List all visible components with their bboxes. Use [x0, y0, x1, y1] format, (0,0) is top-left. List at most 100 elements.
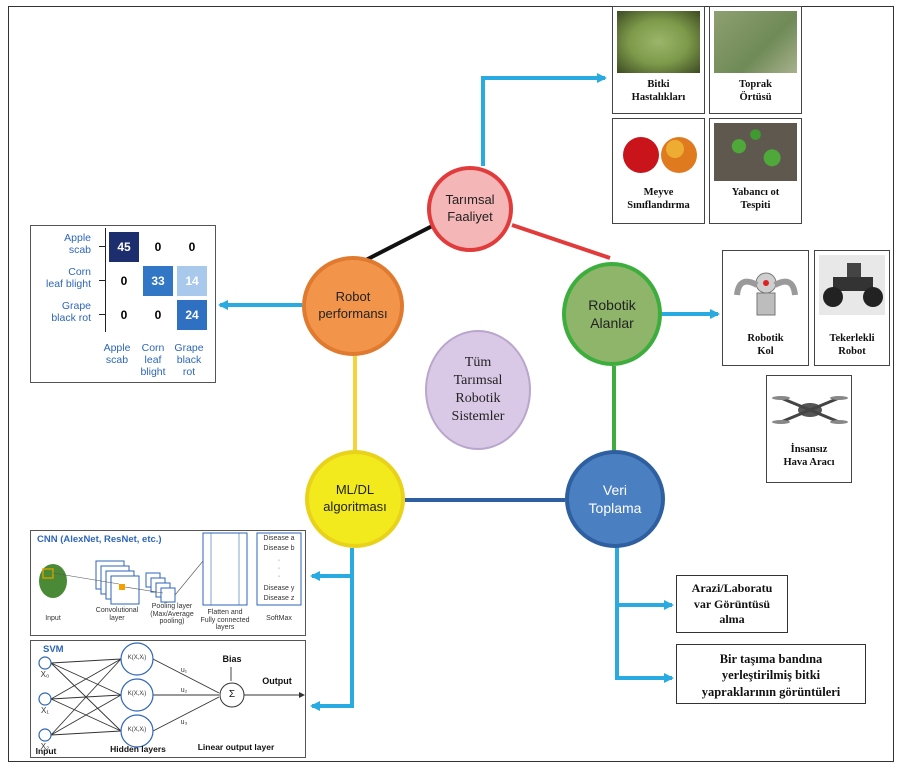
cnn-fc-label: Flatten and: [207, 609, 243, 616]
node-label: Tarımsal: [445, 192, 495, 208]
photo-caption: Hastalıkları: [631, 91, 686, 103]
center-label: Tarımsal: [453, 372, 503, 388]
node-label: Veri: [602, 481, 628, 498]
matrix-cell: 45: [109, 232, 139, 262]
cnn-disease-y: Disease y: [263, 585, 295, 592]
box-text: yerleştirilmiş bitki: [721, 668, 821, 683]
svm-x1: X₁: [40, 706, 50, 715]
cnn-fc-label: Fully connected: [200, 616, 250, 624]
matrix-cell: 0: [120, 274, 128, 288]
arrow-to-cnn: [310, 548, 354, 581]
box-arazi-laboratuvar: Arazi/Laboratu var Görüntüsü alma: [676, 575, 788, 633]
svm-panel: SVM X₀ X₁ X₂ K(X,Xᵢ) K(X,Xᵢ) K(X,Xᵢ) u₁ …: [30, 640, 306, 758]
photo-caption: Hava Aracı: [783, 456, 835, 468]
photo-caption: Robotik: [747, 333, 784, 344]
cnn-pool-label: pooling): [159, 618, 185, 626]
cnn-disease-dot: ·: [277, 573, 281, 580]
cnn-disease-dot: ·: [277, 557, 281, 564]
node-label: Alanlar: [590, 315, 634, 331]
svm-hidden-label: Hidden layers: [110, 744, 166, 754]
node-label: Robotik: [588, 296, 636, 313]
photo-caption: İnsansız: [790, 444, 828, 455]
svm-hidden-node: K(X,Xᵢ): [127, 691, 147, 697]
row-label: Apple: [64, 232, 91, 244]
robot-arm-image: [727, 255, 804, 321]
cnn-architecture: [39, 532, 302, 606]
matrix-cell: 0: [154, 308, 162, 322]
col-label: blight: [140, 366, 166, 379]
photo-caption: Toprak: [739, 79, 772, 90]
node-label: Robot: [335, 289, 371, 305]
node-label: ML/DL: [335, 482, 375, 498]
box-text: var Görüntüsü: [693, 596, 771, 611]
cnn-title: CNN (AlexNet, ResNet, etc.): [37, 534, 162, 545]
tick-marks: [99, 246, 105, 247]
cnn-softmax-label: SoftMax: [266, 615, 292, 622]
photo-caption: Örtüsü: [739, 91, 772, 103]
cnn-fc-label: layers: [215, 624, 235, 632]
drone-icon: [772, 396, 848, 424]
col-label: rot: [182, 366, 196, 379]
svm-hidden-node: K(X,Xᵢ): [127, 655, 147, 661]
matrix-cell: 33: [143, 266, 173, 296]
svm-u1: u₁: [180, 667, 188, 674]
apple-image: [617, 123, 700, 181]
row-label: Grape: [61, 300, 91, 312]
cnn-pool-label: Pooling layer: [151, 603, 193, 610]
link-faaliyet-robotik: [511, 223, 611, 260]
matrix-cell: 14: [177, 266, 207, 296]
box-text: yapraklarının görüntüleri: [701, 684, 841, 699]
svm-bias: Bias: [222, 654, 242, 664]
matrix-cell: 24: [177, 300, 207, 330]
col-label: black: [176, 354, 202, 367]
node-label: algoritması: [323, 499, 387, 514]
cnn-pool-label: (Max/Average: [150, 610, 194, 618]
wheeled-robot-icon: [823, 263, 883, 307]
col-label: leaf: [144, 354, 162, 367]
drone-image: [771, 380, 848, 438]
svm-u3: u₃: [180, 719, 188, 726]
sigma-icon: Σ: [228, 689, 236, 700]
land-cover-image: [714, 11, 797, 73]
row-label: black rot: [51, 312, 91, 325]
center-label: Sistemler: [451, 409, 505, 425]
cnn-disease-z: Disease z: [263, 595, 295, 602]
wheeled-robot-image: [819, 255, 885, 315]
row-label: scab: [68, 244, 91, 257]
photo-caption: Kol: [757, 345, 774, 357]
svm-hidden-node: K(X,Xᵢ): [127, 727, 147, 733]
cnn-panel: CNN (AlexNet, ResNet, etc.) Disease a Di…: [30, 530, 306, 636]
box-text: Bir taşıma bandına: [719, 652, 823, 666]
box-text: alma: [719, 612, 745, 627]
cnn-disease-dot: ·: [277, 565, 281, 572]
arrow-to-photos: [481, 73, 607, 166]
photo-caption: Robot: [838, 345, 866, 357]
photo-caption: Sınıflandırma: [627, 199, 690, 211]
cnn-disease-a: Disease a: [263, 535, 295, 542]
svm-title: SVM: [43, 644, 64, 655]
tick-marks: [99, 280, 105, 281]
photo-caption: Bitki: [647, 79, 670, 90]
col-label: Apple: [103, 342, 131, 354]
apples-icon: [623, 137, 697, 173]
photo-caption: Tespiti: [740, 199, 771, 211]
matrix-cell: 0: [120, 308, 128, 322]
photo-caption: Meyve: [643, 187, 674, 198]
svm-linear-label: Linear output layer: [197, 742, 275, 752]
svm-output: Output: [262, 676, 292, 686]
robot-arm-icon: [734, 272, 798, 316]
col-label: Corn: [141, 342, 165, 354]
cnn-conv-label: Convolutional: [95, 607, 139, 614]
